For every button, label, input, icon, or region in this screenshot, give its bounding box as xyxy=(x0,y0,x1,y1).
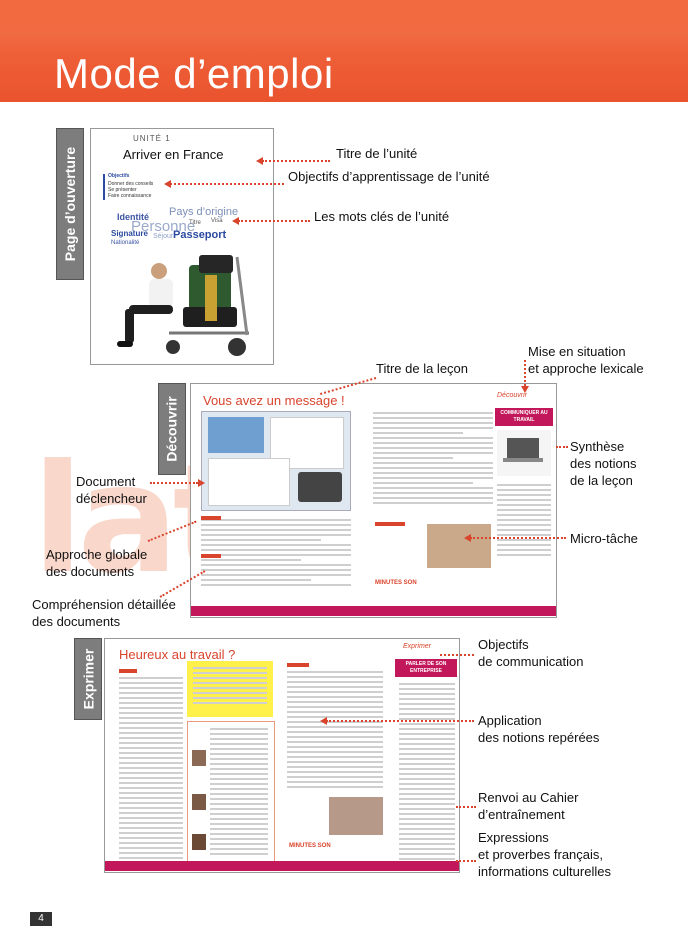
annotation-line xyxy=(170,183,284,185)
annotation-line xyxy=(456,860,476,862)
annotation-line xyxy=(326,720,474,722)
footer-strip xyxy=(105,861,459,871)
lesson-title: Heureux au travail ? xyxy=(119,647,236,662)
tab-decouvrir: Découvrir xyxy=(158,383,186,475)
communication-box-title: COMMUNIQUER AU TRAVAIL xyxy=(500,410,548,423)
annotation-objectives: Objectifs d’apprentissage de l’unité xyxy=(288,169,490,184)
keyword: Pays d’origine xyxy=(169,206,239,218)
objective-item: Donner des conseils xyxy=(108,181,154,187)
discover-spread-thumbnail: Vous avez un message ! MINUTES SON Décou… xyxy=(190,383,557,618)
company-box-title: PARLER DE SON ENTREPRISE xyxy=(405,661,447,674)
minutes-son-label: MINUTES SON xyxy=(289,843,331,849)
annotation-keywords: Les mots clés de l’unité xyxy=(314,209,450,224)
annotation-line xyxy=(238,220,310,222)
keyword: Identité xyxy=(117,212,150,222)
unit-number: UNITÉ 1 xyxy=(133,134,171,143)
testimonial-box xyxy=(187,721,275,863)
annotation-arrow xyxy=(198,479,205,487)
annotation-line xyxy=(470,537,566,539)
tab-exprimer: Exprimer xyxy=(74,638,102,720)
keyword: Personne xyxy=(131,218,196,235)
annotation-expressions: Expressions et proverbes français, infor… xyxy=(478,830,611,879)
micro-task-photo xyxy=(427,524,491,568)
keyword: Séjour xyxy=(153,233,174,240)
annotation-line xyxy=(440,654,474,656)
annotation-micro-task: Micro-tâche xyxy=(570,531,638,546)
laptop-illustration xyxy=(497,430,551,476)
objectives-heading: Objectifs xyxy=(108,173,130,179)
annotation-global-approach: Approche globale des documents xyxy=(46,547,148,579)
opening-page-thumbnail: UNITÉ 1 Arriver en France Objectifs Donn… xyxy=(90,128,274,365)
trigger-document-image xyxy=(201,411,351,511)
tab-label: Exprimer xyxy=(80,648,97,710)
section-name: Découvrir xyxy=(497,392,527,399)
annotation-arrow xyxy=(256,157,263,165)
lesson-title: Vous avez un message ! xyxy=(203,393,345,408)
company-box-header xyxy=(395,659,457,677)
annotation-line xyxy=(150,482,198,484)
annotation-line xyxy=(524,360,526,386)
annotation-workbook: Renvoi au Cahier d’entraînement xyxy=(478,790,579,822)
keyword: Titre xyxy=(189,220,201,226)
objective-item: Se présenter xyxy=(108,187,137,193)
unit-title: Arriver en France xyxy=(123,147,224,162)
keyword: Nationalité xyxy=(111,240,140,246)
highlight-box xyxy=(187,661,273,717)
express-spread-thumbnail: Heureux au travail ? MINUTES SON Exprime… xyxy=(104,638,460,873)
tab-label: Découvrir xyxy=(164,396,181,462)
footer-strip xyxy=(191,606,556,616)
annotation-trigger-document: Document déclencheur xyxy=(76,474,147,506)
communication-box-header xyxy=(495,408,553,426)
page-title: Mode d’emploi xyxy=(54,50,334,97)
header-top-strip xyxy=(0,0,688,30)
annotation-arrow xyxy=(232,217,239,225)
section-name: Exprimer xyxy=(403,643,432,650)
annotation-unit-title: Titre de l’unité xyxy=(336,146,418,161)
minutes-son-label: MINUTES SON xyxy=(375,580,417,586)
annotation-synthesis: Synthèse des notions de la leçon xyxy=(570,439,637,488)
annotation-line xyxy=(556,446,568,448)
objectives-marker xyxy=(103,174,105,200)
annotation-arrow xyxy=(464,534,471,542)
annotation-situation: Mise en situation et approche lexicale xyxy=(528,344,644,376)
keyword: Visa xyxy=(211,218,223,224)
keyword: Passeport xyxy=(173,229,227,241)
annotation-arrow xyxy=(521,386,529,393)
keyword: Signature xyxy=(111,229,148,238)
annotation-comm-objectives: Objectifs de communication xyxy=(478,637,584,669)
annotation-line xyxy=(456,806,476,808)
tab-label: Page d’ouverture xyxy=(62,146,78,262)
team-photo xyxy=(329,797,383,835)
annotation-lesson-title: Titre de la leçon xyxy=(376,361,469,376)
annotation-application: Application des notions repérées xyxy=(478,713,600,745)
traveler-illustration xyxy=(117,255,249,356)
tab-page-ouverture: Page d’ouverture xyxy=(56,128,84,280)
objective-item: Faire connaissance xyxy=(108,193,152,199)
annotation-arrow xyxy=(164,180,171,188)
annotation-detailed: Compréhension détaillée des documents xyxy=(32,597,176,629)
page-number: 4 xyxy=(30,912,52,926)
annotation-line xyxy=(262,160,330,162)
annotation-arrow xyxy=(320,717,327,725)
